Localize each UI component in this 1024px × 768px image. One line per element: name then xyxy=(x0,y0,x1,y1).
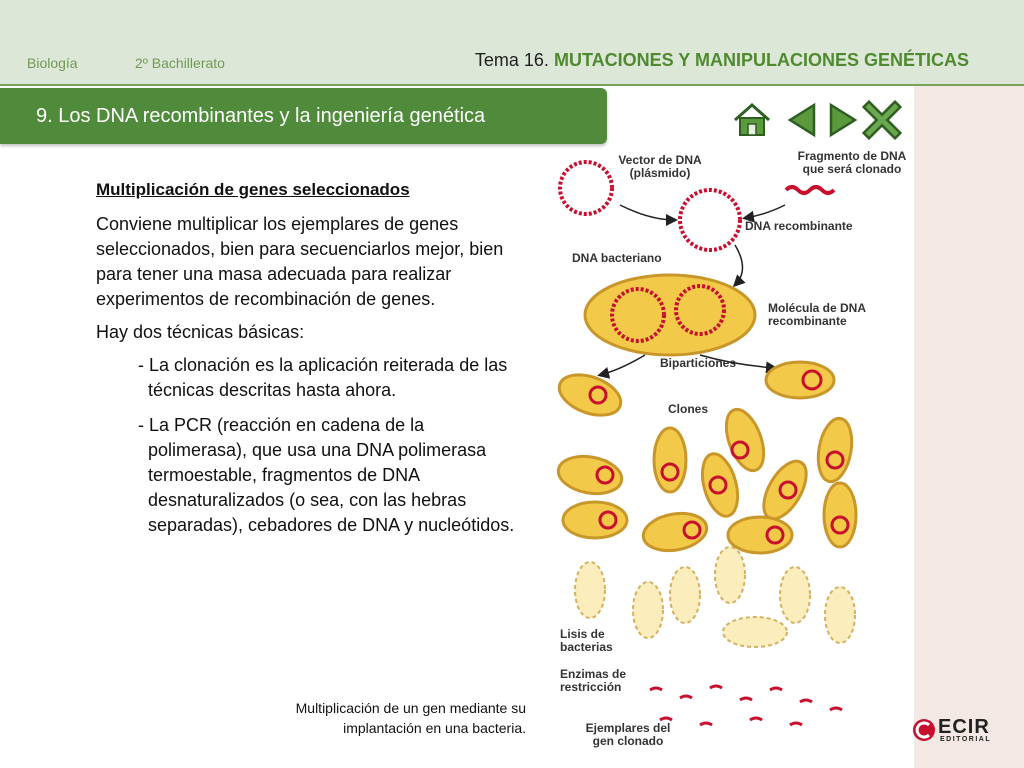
label-copies: Ejemplares del gen clonado xyxy=(585,721,671,748)
course-label: 2º Bachillerato xyxy=(135,55,225,71)
label-recombinant: DNA recombinante xyxy=(745,219,853,233)
publisher-logo: ECIR EDITORIAL xyxy=(912,714,1004,746)
figure-caption: Multiplicación de un gen mediante su imp… xyxy=(295,700,526,736)
label-fragment: Fragmento de DNA que será clonado xyxy=(797,149,907,176)
main-content: Multiplicación de genes seleccionados Co… xyxy=(96,180,516,548)
content-heading: Multiplicación de genes seleccionados xyxy=(96,180,410,199)
label-bipartitions: Biparticiones xyxy=(660,356,737,370)
intro-paragraph: Conviene multiplicar los ejemplares de g… xyxy=(96,214,504,309)
recombinant-ring xyxy=(678,188,742,252)
logo-mark-icon xyxy=(913,719,935,741)
dna-fragment xyxy=(784,185,836,195)
logo-brand: ECIR xyxy=(938,716,990,738)
label-lysis: Lisis de bacterias xyxy=(560,627,613,654)
topic-title: Tema 16. MUTACIONES Y MANIPULACIONES GEN… xyxy=(475,50,969,71)
topic-prefix: Tema 16. xyxy=(474,50,549,70)
section-title-bar: 9. Los DNA recombinantes y la ingeniería… xyxy=(0,88,607,144)
close-icon[interactable] xyxy=(862,100,902,140)
lysed-bacteria xyxy=(574,546,856,648)
bullet-cloning: - La clonación es la aplicación reiterad… xyxy=(138,355,508,400)
gene-fragments xyxy=(649,684,843,727)
topic-name: MUTACIONES Y MANIPULACIONES GENÉTICAS xyxy=(553,50,969,70)
label-bacterial-dna: DNA bacteriano xyxy=(572,251,662,265)
subject-label: Biología xyxy=(27,55,78,71)
top-header: Biología 2º Bachillerato Tema 16. MUTACI… xyxy=(0,0,1024,84)
next-arrow-icon[interactable] xyxy=(822,100,862,140)
bacteria-clones xyxy=(556,360,858,555)
label-vector: Vector de DNA (plásmido) xyxy=(618,153,702,180)
header-divider xyxy=(0,84,1024,86)
prev-arrow-icon[interactable] xyxy=(783,100,823,140)
side-panel xyxy=(914,86,1024,768)
label-clones: Clones xyxy=(668,402,709,416)
section-title: 9. Los DNA recombinantes y la ingeniería… xyxy=(36,105,486,127)
cloning-diagram: Vector de DNA (plásmido) Fragmento de DN… xyxy=(550,150,914,760)
logo-subtitle: EDITORIAL xyxy=(940,736,992,743)
label-enzymes: Enzimas de restricción xyxy=(560,667,627,694)
bullet-pcr: - La PCR (reacción en cadena de la polim… xyxy=(138,415,515,535)
diagram-illustration xyxy=(556,160,858,727)
home-icon[interactable] xyxy=(732,100,772,140)
plasmid-ring xyxy=(558,160,614,216)
label-molecule: Molécula de DNA recombinante xyxy=(768,301,866,328)
techniques-intro: Hay dos técnicas básicas: xyxy=(96,322,305,342)
host-bacterium xyxy=(583,273,757,357)
